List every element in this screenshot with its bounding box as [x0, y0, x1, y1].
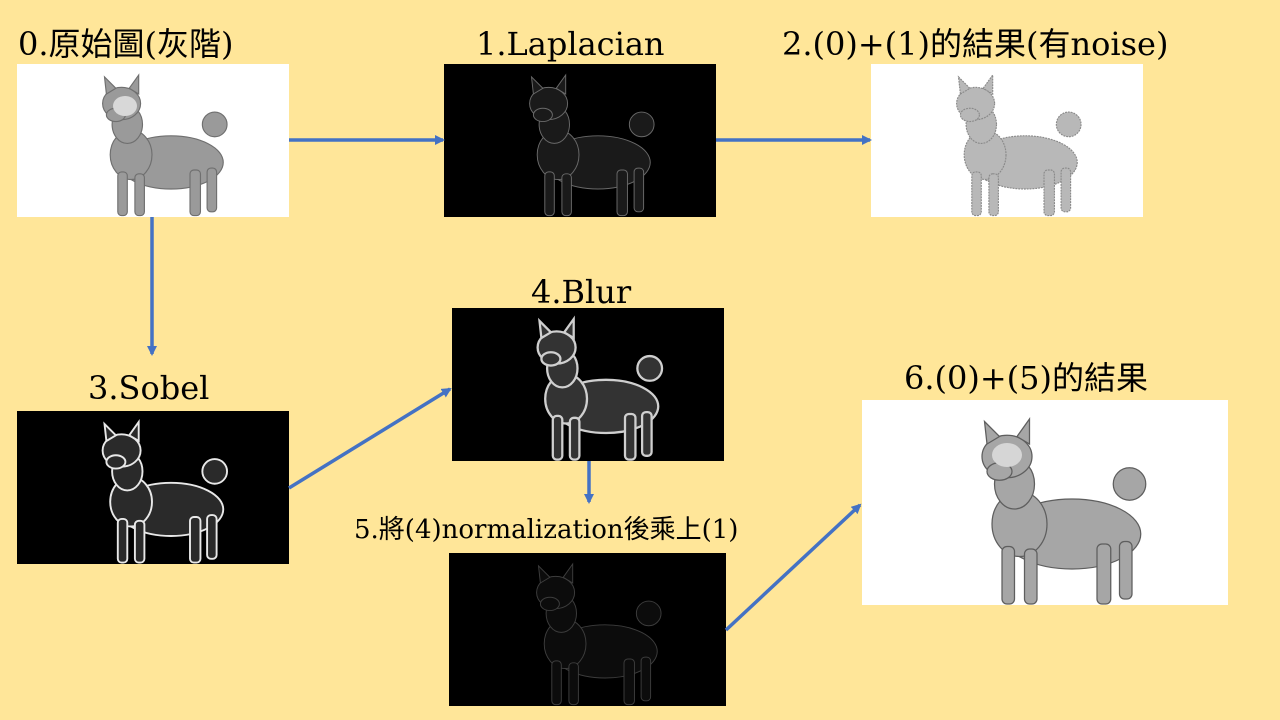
- step-3-label: 3.Sobel: [88, 369, 210, 407]
- step-5-image: [449, 553, 726, 706]
- step-1-image: [444, 64, 716, 217]
- step-5-label: 5.將(4)normalization後乘上(1): [354, 515, 739, 545]
- step-6-image: [862, 400, 1228, 605]
- arrow-3-to-4: [288, 387, 452, 490]
- step-3-image: [17, 411, 289, 564]
- step-1-label: 1.Laplacian: [476, 25, 665, 63]
- dog-final-result-image: [981, 418, 1147, 605]
- step-4-image: [452, 308, 724, 461]
- dog-grayscale-image: [102, 74, 228, 217]
- step-0-image: [17, 64, 289, 217]
- step-0-label: 0.原始圖(灰階): [18, 25, 234, 63]
- arrow-5-to-6: [724, 503, 862, 632]
- step-4-label: 4.Blur: [531, 273, 632, 311]
- step-2-image: [871, 64, 1143, 217]
- step-6-label: 6.(0)+(5)的結果: [904, 359, 1149, 397]
- step-2-label: 2.(0)+(1)的結果(有noise): [782, 25, 1169, 63]
